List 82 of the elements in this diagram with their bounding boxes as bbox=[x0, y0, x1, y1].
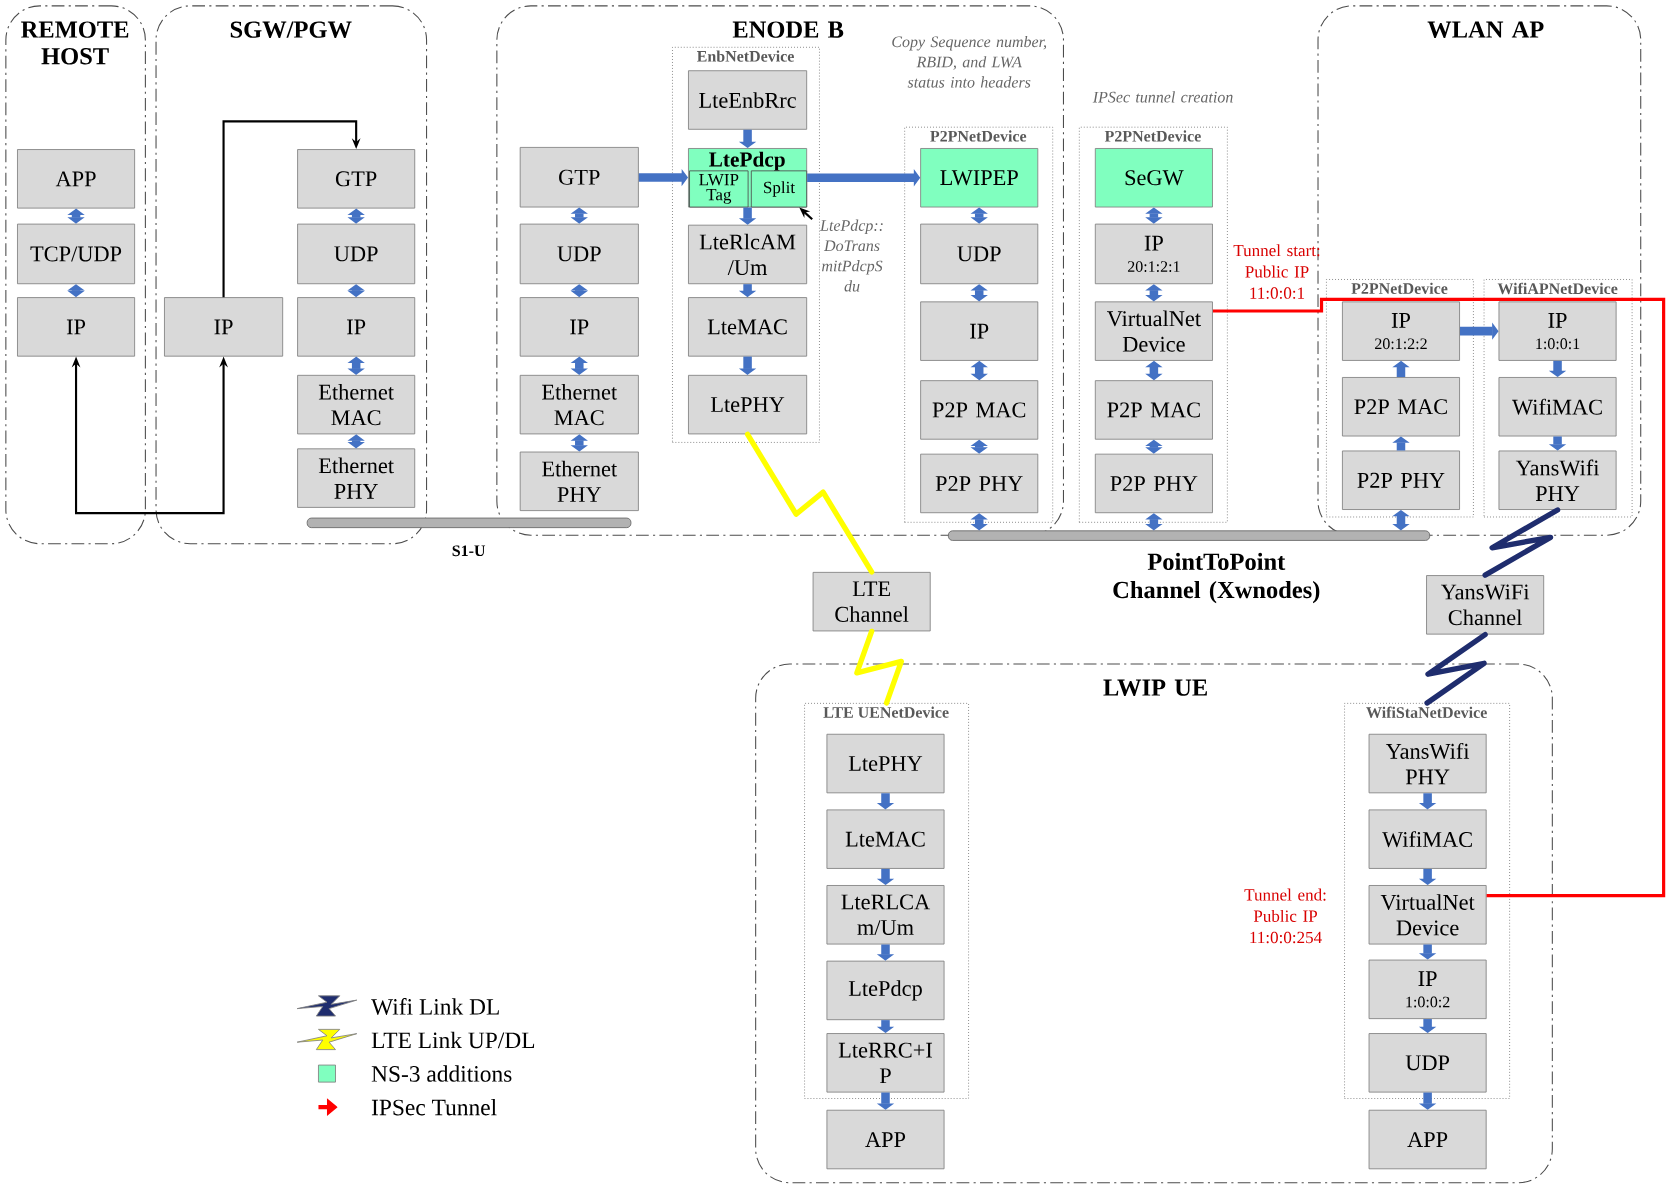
annotation-text: Tunnel start: Public IP 11:0:0:1 bbox=[1233, 244, 1320, 300]
annotation-text: Tunnel end: Public IP 11:0:0:254 bbox=[1244, 888, 1326, 944]
block-arrow bbox=[1392, 510, 1410, 531]
layer-box: IP bbox=[164, 297, 284, 357]
layer-box: LteRlcAM /Um bbox=[688, 224, 808, 285]
block-arrow bbox=[1145, 284, 1163, 302]
layer-box: UDP bbox=[1368, 1033, 1487, 1093]
layer-box: Ethernet MAC bbox=[297, 375, 416, 435]
layer-box: IP 1:0:0:1 bbox=[1498, 301, 1617, 362]
layer-box: GTP bbox=[519, 147, 639, 208]
note-text: LtePdcp:: DoTrans mitPdcpS du bbox=[819, 219, 883, 292]
layer-box: GTP bbox=[297, 149, 416, 209]
block-arrow bbox=[1145, 207, 1163, 224]
annotation-text: IPSec tunnel creation bbox=[1092, 91, 1233, 103]
layer-box: IP 20:1:2:2 bbox=[1342, 301, 1460, 362]
layer-box: WifiMAC bbox=[1498, 377, 1617, 437]
block-arrow bbox=[570, 207, 588, 224]
node-label: S1-U bbox=[452, 545, 486, 557]
layer-box: VirtualNet Device bbox=[1094, 301, 1213, 362]
legend-text: NS-3 additions bbox=[371, 1065, 512, 1083]
layer-box: P2P PHY bbox=[1094, 453, 1213, 514]
block-arrow bbox=[970, 284, 988, 302]
layer-box: UDP bbox=[519, 223, 639, 285]
layer-box: UDP bbox=[297, 223, 416, 285]
layer-box: WifiMAC bbox=[1368, 809, 1487, 870]
layer-box: Ethernet MAC bbox=[519, 375, 639, 435]
layer-box: P2P MAC bbox=[920, 380, 1039, 440]
block-arrow bbox=[347, 434, 365, 449]
layer-box: YansWifi PHY bbox=[1498, 450, 1617, 511]
layer-box: P2P MAC bbox=[1342, 377, 1460, 437]
block-arrow bbox=[970, 207, 988, 224]
layer-box: LteMAC bbox=[826, 809, 945, 870]
layer-box: LteEnbRrc bbox=[688, 70, 808, 130]
layer-box: P2P PHY bbox=[1342, 450, 1460, 511]
block-arrow bbox=[67, 284, 85, 298]
layer-box: IP 1:0:0:2 bbox=[1368, 959, 1487, 1020]
layer-box: IP bbox=[519, 297, 639, 357]
block-arrow bbox=[1145, 361, 1163, 381]
tunnel-line bbox=[1212, 297, 1666, 898]
layer-box: Ethernet PHY bbox=[519, 451, 639, 512]
block-arrow bbox=[970, 361, 988, 381]
layer-box: APP bbox=[1368, 1110, 1487, 1170]
sub-box: Split bbox=[750, 170, 808, 208]
block-arrow bbox=[347, 284, 365, 298]
annotation-text: Copy Sequence number, RBID, and LWA status into headers bbox=[892, 36, 1047, 88]
block-arrow bbox=[1145, 513, 1163, 531]
layer-box: Ethernet PHY bbox=[297, 448, 416, 509]
layer-box: APP bbox=[17, 149, 136, 209]
layer-box: LteRLCA m/Um bbox=[826, 885, 945, 945]
layer-box: P2P MAC bbox=[1094, 380, 1213, 440]
layer-box: LtePHY bbox=[688, 375, 808, 435]
lightning-bolt bbox=[854, 628, 904, 706]
block-arrow bbox=[570, 284, 588, 298]
legend-text: Wifi Link DL bbox=[371, 998, 499, 1016]
connector-arrow bbox=[222, 120, 361, 298]
lightning-bolt bbox=[744, 431, 875, 575]
layer-box: IP bbox=[297, 297, 416, 357]
layer-box: LteMAC bbox=[688, 297, 808, 357]
legend-text: IPSec Tunnel bbox=[371, 1099, 497, 1116]
layer-box: LtePdcp bbox=[826, 960, 945, 1021]
layer-box: TCP/UDP bbox=[17, 223, 136, 285]
layer-box: LWIPEP bbox=[920, 148, 1039, 208]
layer-box: LTE Channel bbox=[812, 572, 931, 632]
layer-box: IP bbox=[920, 301, 1039, 362]
layer-box: IP 20:1:2:1 bbox=[1094, 223, 1213, 285]
node-label: PointToPoint Channel (Xwnodes) bbox=[1113, 553, 1320, 604]
layer-box: LtePHY bbox=[826, 734, 945, 794]
layer-box: YansWifi PHY bbox=[1368, 734, 1487, 794]
layer-box: P2P PHY bbox=[920, 453, 1039, 514]
block-arrow bbox=[347, 208, 365, 224]
block-arrow bbox=[970, 513, 988, 531]
block-arrow bbox=[67, 208, 85, 224]
layer-box: APP bbox=[826, 1110, 945, 1170]
layer-box: IP bbox=[17, 297, 136, 357]
layer-box: YansWiFi Channel bbox=[1426, 575, 1545, 635]
layer-box: LteRRC+I P bbox=[826, 1033, 945, 1093]
layer-box: VirtualNet Device bbox=[1368, 885, 1487, 945]
layer-box: UDP bbox=[920, 223, 1039, 285]
sub-box: LWIP Tag bbox=[689, 170, 749, 208]
legend-text: LTE Link UP/DL bbox=[371, 1032, 535, 1049]
block-arrow bbox=[570, 434, 588, 452]
layer-box: SeGW bbox=[1094, 148, 1213, 208]
